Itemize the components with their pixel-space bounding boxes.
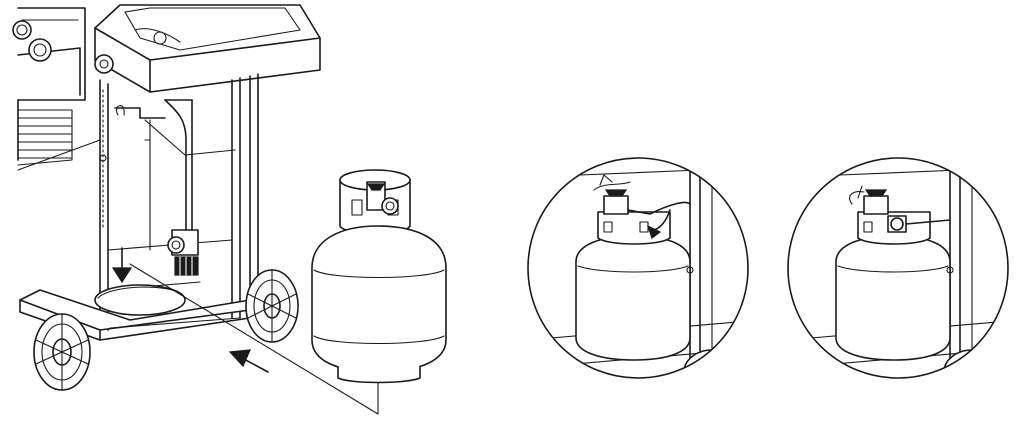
side-burner-knob-icon bbox=[94, 54, 114, 74]
grill-body bbox=[12, 7, 101, 171]
tank-valve bbox=[366, 181, 399, 215]
warming-rack bbox=[17, 109, 101, 171]
front-wheel bbox=[33, 313, 91, 391]
rear-wheel bbox=[245, 269, 299, 343]
return-arrow-icon bbox=[646, 209, 671, 239]
tank-hole bbox=[94, 284, 186, 316]
side-shelf bbox=[94, 4, 321, 93]
detail-panel-disconnected bbox=[527, 157, 749, 379]
regulator bbox=[167, 229, 199, 276]
control-knob-icon bbox=[28, 38, 52, 62]
detail-panel-connected bbox=[787, 157, 1009, 379]
overview-panel bbox=[12, 4, 447, 415]
control-knob-icon bbox=[12, 20, 32, 40]
insert-arrow-icon bbox=[228, 349, 269, 373]
regulator-hose bbox=[99, 89, 236, 276]
down-arrow-icon bbox=[111, 247, 133, 284]
propane-tank bbox=[311, 169, 447, 384]
